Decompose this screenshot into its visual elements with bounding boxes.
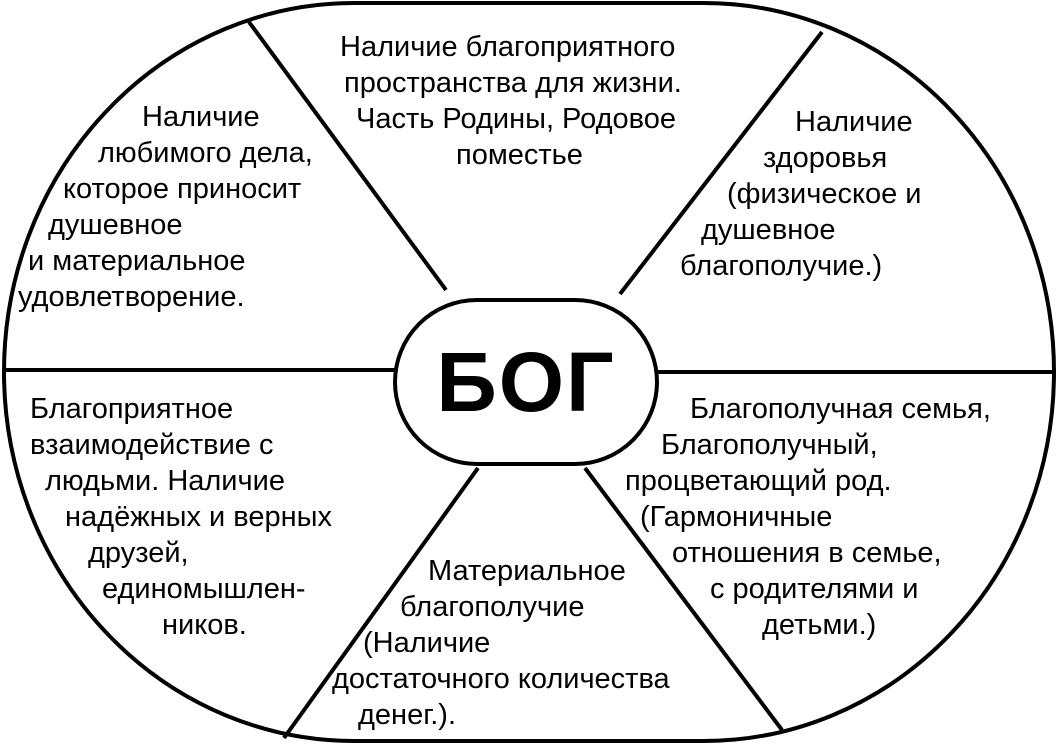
segment-bottom-left-line: единомышлен- [102, 573, 306, 605]
segment-bottom-left-line: взаимодействие с [30, 429, 274, 461]
divider-top-left [247, 20, 448, 292]
segment-top-right-line: (физическое и [727, 178, 922, 210]
segment-top-right-line: благополучие.) [680, 250, 883, 282]
segment-bottom-right-line: с родителями и [710, 573, 919, 605]
segment-bottom-line: денег.). [358, 699, 457, 731]
segment-bottom-line: благополучие [400, 591, 585, 623]
segment-bottom-left-line: надёжных и верных [65, 501, 332, 533]
center-label: БОГ [436, 334, 616, 429]
segment-top-left-line: Наличие [142, 101, 260, 133]
segment-bottom-right-line: Благополучный, [661, 429, 878, 461]
segment-top-left-line: любимого дела, [98, 137, 313, 169]
segment-bottom-right: Благополучная семья, Благополучный, проц… [620, 391, 991, 643]
segment-bottom-left-line: Благоприятное [30, 393, 234, 425]
divider-bottom-right [583, 466, 784, 732]
segment-top-left-line: и материальное [28, 245, 246, 277]
segment-bottom-right-line: процветающий род. [625, 465, 892, 497]
segment-bottom-left-line: людьми. Наличие [45, 465, 285, 497]
divider-top-right [618, 30, 824, 296]
segment-bottom-right-line: (Гармоничные [640, 501, 833, 533]
segment-top-line: пространства для жизни. [344, 67, 682, 99]
segment-top-line: Наличие благоприятного [340, 31, 676, 63]
segment-top-line: Часть Родины, Родовое [356, 103, 677, 135]
segment-top: Наличие благоприятного пространства для … [340, 29, 682, 173]
segment-bottom-right-line: Благополучная семья, [690, 393, 991, 425]
segment-top-left-line: которое приносит [63, 173, 302, 205]
segment-bottom-left-line: ников. [162, 609, 247, 641]
segment-top-left: Наличие любимого дела, которое приносит … [18, 99, 313, 315]
segment-bottom-left: Благоприятное взаимодействие с людьми. Н… [25, 391, 332, 643]
segment-top-right-line: Наличие [795, 106, 913, 138]
segment-top-right: Наличие здоровья (физическое и душевное … [680, 104, 921, 284]
segment-top-line: поместье [456, 139, 583, 171]
segment-bottom-line: Материальное [428, 555, 626, 587]
segment-bottom-line: достаточного количества [332, 663, 670, 695]
segment-bottom-left-line: друзей, [88, 537, 189, 569]
segment-top-right-line: здоровья [763, 142, 888, 174]
divider-bottom-left [282, 466, 480, 740]
segment-bottom-right-line: детьми.) [762, 609, 877, 641]
center-shape [393, 298, 659, 466]
segment-top-right-line: душевное [701, 214, 836, 246]
segment-bottom: Материальное благополучие (Наличие доста… [332, 553, 670, 733]
segment-bottom-line: (Наличие [363, 627, 491, 659]
segment-top-left-line: удовлетворение. [18, 281, 245, 313]
segment-top-left-line: душевное [48, 209, 183, 241]
segment-bottom-right-line: отношения в семье, [672, 537, 942, 569]
